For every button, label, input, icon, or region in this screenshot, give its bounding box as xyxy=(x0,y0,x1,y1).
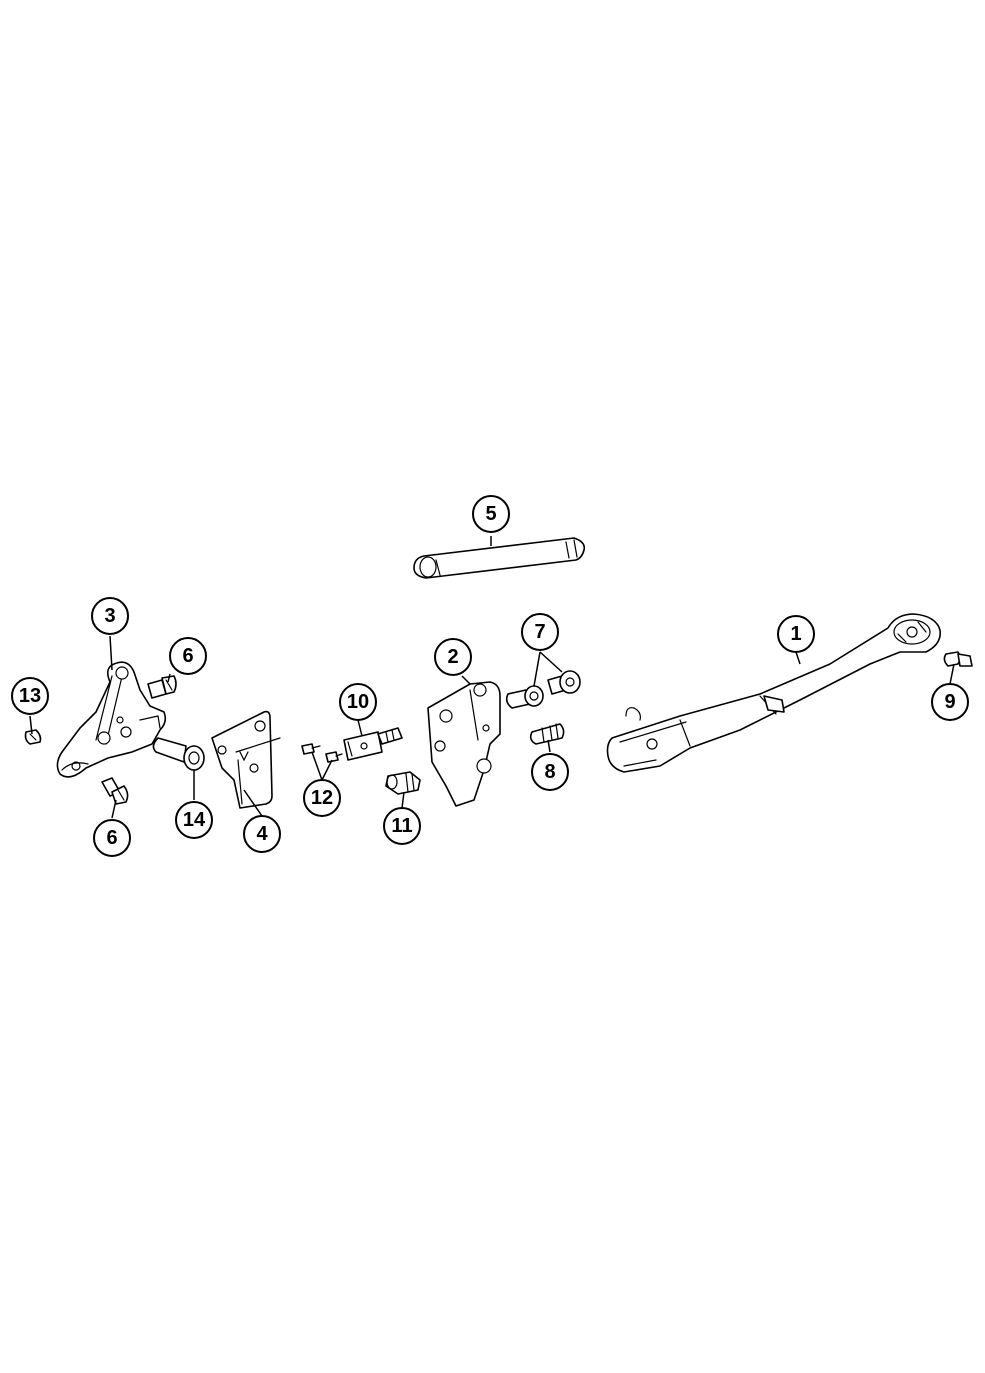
svg-text:5: 5 xyxy=(485,503,496,525)
svg-text:1: 1 xyxy=(790,623,801,645)
svg-text:3: 3 xyxy=(104,605,115,627)
callout-14: 14 xyxy=(175,801,213,839)
part-2-mounting-plate xyxy=(427,681,501,807)
callout-10: 10 xyxy=(339,683,377,721)
callout-9: 9 xyxy=(931,683,969,721)
callout-8: 8 xyxy=(531,753,569,791)
svg-text:6: 6 xyxy=(106,827,117,849)
part-6-bolt-upper xyxy=(147,675,177,699)
svg-text:11: 11 xyxy=(391,815,412,837)
part-9-bolt xyxy=(943,651,973,667)
part-11-bushing xyxy=(385,771,421,795)
svg-text:12: 12 xyxy=(311,787,333,809)
svg-text:9: 9 xyxy=(944,691,955,713)
part-13-nut xyxy=(24,729,42,745)
part-7-bolts xyxy=(505,670,581,709)
svg-text:10: 10 xyxy=(347,691,369,713)
part-6-bolt-lower xyxy=(101,777,129,805)
part-5-pin xyxy=(413,537,586,579)
callout-6-upper: 6 xyxy=(169,637,207,675)
svg-text:7: 7 xyxy=(534,621,545,643)
callout-12: 12 xyxy=(303,779,341,817)
callout-13: 13 xyxy=(11,677,49,715)
svg-text:6: 6 xyxy=(182,645,193,667)
svg-text:13: 13 xyxy=(19,685,41,707)
part-12-screws xyxy=(301,743,343,763)
part-10-switch xyxy=(343,727,403,761)
svg-text:4: 4 xyxy=(256,823,268,845)
callout-4: 4 xyxy=(243,815,281,853)
part-3-bracket xyxy=(56,661,167,778)
callout-7: 7 xyxy=(521,613,559,651)
callout-3: 3 xyxy=(91,597,129,635)
callout-2: 2 xyxy=(434,638,472,676)
callout-6-lower: 6 xyxy=(93,819,131,857)
svg-text:2: 2 xyxy=(447,646,458,668)
part-8-stud xyxy=(529,723,565,745)
callout-11: 11 xyxy=(383,807,421,845)
part-14-pivot-pin xyxy=(152,737,205,771)
callout-1: 1 xyxy=(777,615,815,653)
part-1-side-stand xyxy=(606,613,942,773)
part-4-plate xyxy=(211,710,281,809)
callout-5: 5 xyxy=(472,495,510,533)
svg-text:14: 14 xyxy=(183,809,206,831)
leader-lines xyxy=(29,536,955,819)
svg-text:8: 8 xyxy=(544,761,555,783)
